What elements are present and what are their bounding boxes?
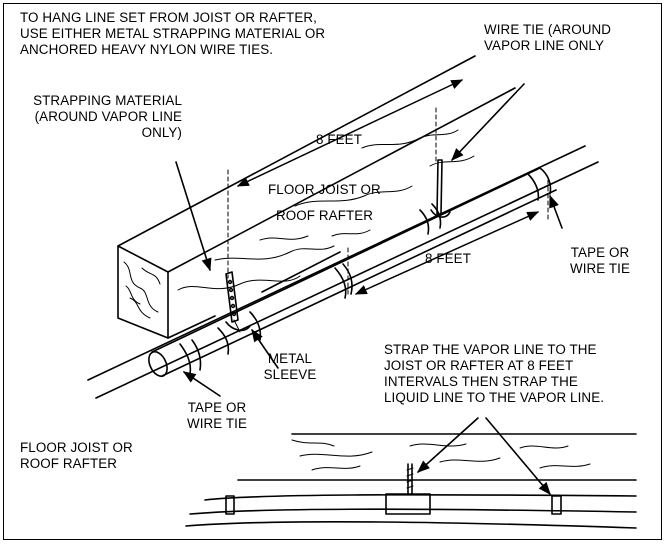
tape-or-wire-tie-right-label: TAPE OR WIRE TIE bbox=[569, 245, 631, 276]
strapping-material bbox=[225, 271, 251, 332]
dimension-label-lower: 8 FEET bbox=[425, 251, 471, 266]
floor-joist-label-upper-1: FLOOR JOIST OR bbox=[268, 182, 381, 197]
leader-wire-tie bbox=[451, 83, 525, 161]
dimension-label-upper: 8 FEET bbox=[316, 132, 362, 147]
strapping-material-label: STRAPPING MATERIAL (AROUND VAPOR LINE ON… bbox=[33, 93, 182, 140]
wire-tie bbox=[430, 159, 451, 218]
floor-joist-label-lower: FLOOR JOIST OR ROOF RAFTER bbox=[20, 440, 133, 471]
wire-tie-label: WIRE TIE (AROUND VAPOR LINE ONLY bbox=[484, 22, 612, 53]
floor-joist-label-upper-2: ROOF RAFTER bbox=[276, 208, 374, 223]
dimension-arrow-upper bbox=[236, 79, 464, 187]
dimension-arrow-lower bbox=[354, 211, 540, 295]
leader-strap-right bbox=[485, 417, 551, 495]
instruction-bottom-text: STRAP THE VAPOR LINE TO THE JOIST OR RAF… bbox=[384, 342, 605, 405]
lower-joist-section bbox=[185, 433, 637, 529]
leader-tape-right bbox=[549, 194, 563, 229]
leader-tape-bottom bbox=[182, 371, 221, 397]
instruction-top-text: TO HANG LINE SET FROM JOIST OR RAFTER, U… bbox=[20, 10, 326, 57]
leader-metal-sleeve bbox=[251, 328, 279, 369]
leader-strap-left bbox=[417, 417, 479, 473]
tape-or-wire-tie-bottom-label: TAPE OR WIRE TIE bbox=[186, 400, 248, 431]
leader-strapping bbox=[175, 161, 212, 272]
reference-lines bbox=[227, 107, 549, 297]
metal-sleeve-label: METAL SLEEVE bbox=[263, 351, 317, 382]
